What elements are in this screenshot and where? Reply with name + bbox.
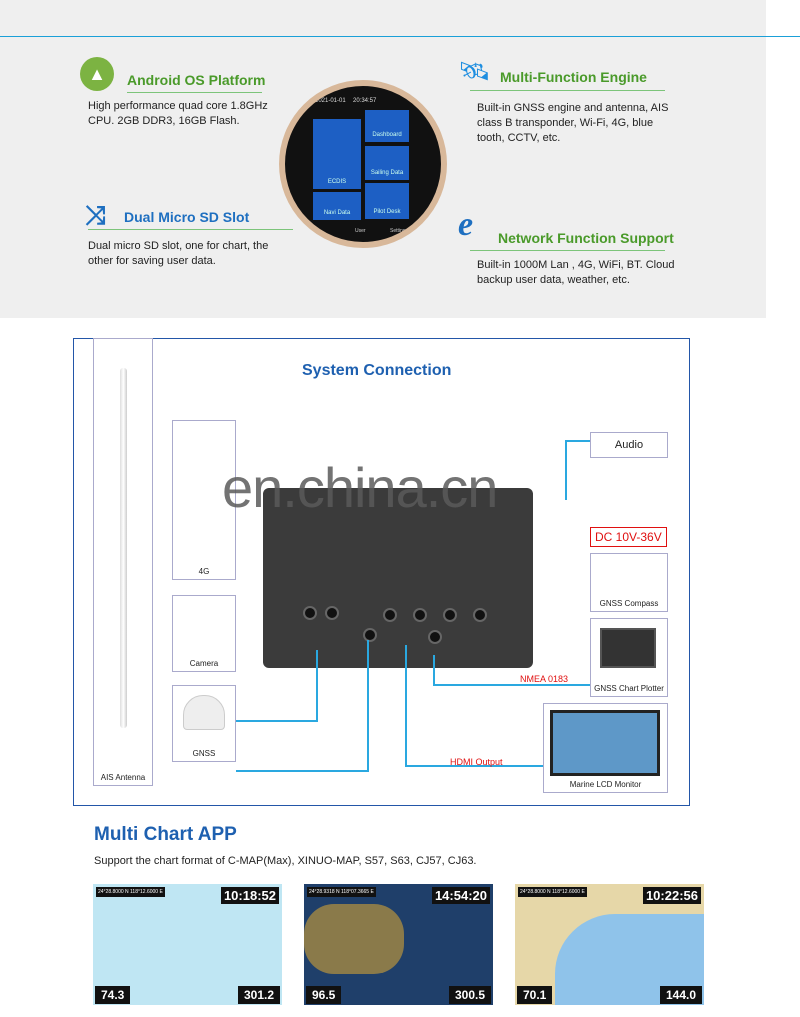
- antenna-image: [120, 368, 127, 728]
- feature-title: Android OS Platform: [127, 72, 266, 88]
- screen-time: 20:34:57: [353, 98, 377, 104]
- tile-ecdis: ECDIS: [313, 119, 361, 189]
- feature-title: Network Function Support: [498, 230, 674, 246]
- tile-pilot-desk: Pilot Desk: [365, 183, 409, 219]
- watermark: en.china.cn: [222, 456, 498, 519]
- connector-line: [470, 90, 665, 91]
- device-rear-panel: [263, 488, 533, 668]
- shuffle-icon: ⤨: [85, 200, 106, 230]
- coord-readout: 24°28.9318 N 118°07.3665 E: [307, 887, 376, 897]
- speed-readout: 74.3: [95, 986, 131, 1004]
- feature-desc: High performance quad core 1.8GHz CPU. 2…: [88, 100, 268, 127]
- multichart-subtitle: Support the chart format of C-MAP(Max), …: [94, 855, 477, 867]
- audio: Audio: [590, 432, 668, 458]
- tile-dashboard: Dashboard: [365, 110, 409, 142]
- chart-screenshot: 24°28.8000 N 118°12.6000 E 10:18:52 74.3…: [93, 884, 282, 1005]
- chart-screenshot: 24°28.8000 N 118°12.6000 E 10:22:56 70.1…: [515, 884, 704, 1005]
- clock: 10:22:56: [642, 887, 701, 904]
- heading-readout: 144.0: [659, 986, 702, 1004]
- satellite-icon: 🛰: [458, 56, 492, 86]
- clock: 10:18:52: [220, 887, 279, 904]
- heading-readout: 301.2: [237, 986, 280, 1004]
- internet-explorer-icon: e: [458, 206, 474, 243]
- feature-title: Dual Micro SD Slot: [124, 209, 250, 225]
- system-connection-diagram: [73, 338, 690, 806]
- gnss-compass: GNSS Compass: [590, 553, 668, 612]
- feature-desc: Dual micro SD slot, one for chart, the o…: [88, 240, 269, 267]
- speed-readout: 96.5: [306, 986, 342, 1004]
- coord-readout: 24°28.8000 N 118°12.6000 E: [96, 887, 165, 897]
- chart-screenshot: 24°28.9318 N 118°07.3665 E 14:54:20 96.5…: [304, 884, 493, 1005]
- screen-settings: Settings: [390, 228, 409, 234]
- speed-readout: 70.1: [517, 986, 553, 1004]
- 4g-antenna: 4G: [172, 420, 236, 580]
- android-icon: ▲: [80, 57, 114, 91]
- nmea-label: NMEA 0183: [520, 674, 569, 684]
- connector-line: [470, 250, 665, 251]
- system-title: System Connection: [302, 362, 452, 379]
- coord-readout: 24°28.8000 N 118°12.6000 E: [518, 887, 587, 897]
- feature-desc: Built-in GNSS engine and antenna, AIS cl…: [477, 102, 669, 144]
- divider: [0, 36, 800, 37]
- device-screen-closeup: 2021-01-01 20:34:57 ECDIS Dashboard Sail…: [279, 80, 447, 248]
- monitor-image: [550, 710, 660, 776]
- clock: 14:54:20: [431, 887, 490, 904]
- connector-line: [88, 229, 293, 230]
- power-label: DC 10V-36V: [590, 527, 667, 547]
- feature-desc: Built-in 1000M Lan , 4G, WiFi, BT. Cloud…: [477, 259, 675, 286]
- tile-sailing-data: Sailing Data: [365, 146, 409, 180]
- heading-readout: 300.5: [448, 986, 491, 1004]
- gnss-dome-image: [183, 695, 225, 730]
- hdmi-label: HDMI Output: [450, 757, 503, 767]
- screen-date: 2021-01-01: [315, 98, 346, 104]
- connector-line: [127, 92, 262, 93]
- multichart-title: Multi Chart APP: [94, 824, 237, 845]
- tile-navi-data: Navi Data: [313, 192, 361, 220]
- screen-user: User: [355, 228, 366, 234]
- feature-title: Multi-Function Engine: [500, 69, 647, 85]
- plotter-image: [600, 628, 656, 668]
- camera: Camera: [172, 595, 236, 672]
